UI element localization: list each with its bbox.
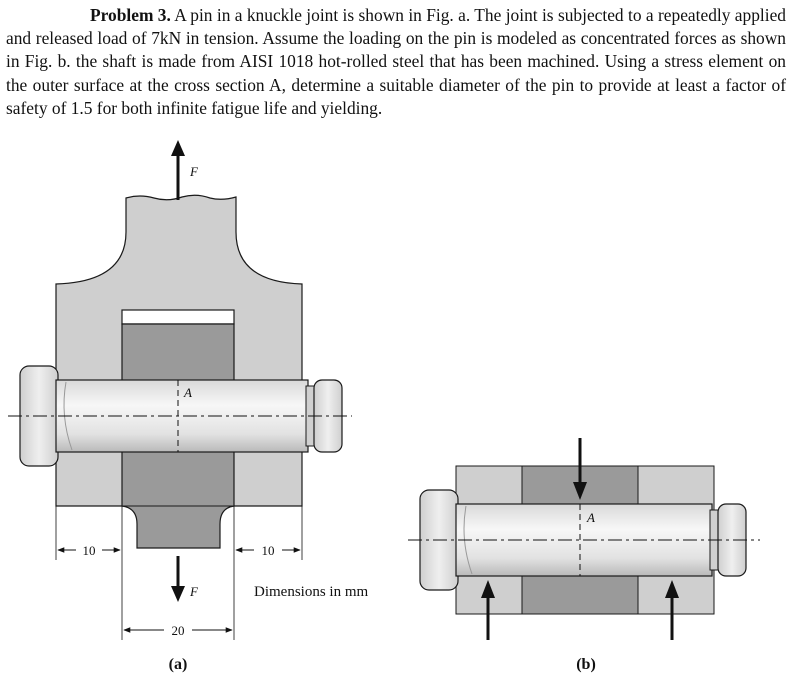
- section-label-b: A: [586, 510, 595, 525]
- figure-a: A F F 10 10 20 Dimensions in mm (a): [8, 140, 369, 673]
- dim-right-label: 10: [262, 543, 275, 558]
- reaction-arrowhead-left: [481, 580, 495, 598]
- problem-statement: Problem 3. A pin in a knuckle joint is s…: [6, 4, 786, 120]
- force-arrowhead-bottom: [171, 586, 185, 602]
- force-label-top: F: [189, 164, 199, 179]
- problem-heading: Problem 3.: [90, 5, 171, 25]
- section-label-a: A: [183, 385, 192, 400]
- fork-slot-gap: [121, 309, 235, 325]
- figure-b: A (b): [408, 438, 760, 673]
- caption-b: (b): [576, 656, 596, 673]
- reaction-arrowhead-right: [665, 580, 679, 598]
- caption-a: (a): [169, 656, 188, 673]
- problem-text: A pin in a knuckle joint is shown in Fig…: [6, 5, 786, 118]
- load-arrowhead-center: [573, 482, 587, 500]
- dim-left-label: 10: [83, 543, 96, 558]
- force-arrowhead-top: [171, 140, 185, 156]
- dim-bottom-label: 20: [172, 623, 185, 638]
- force-label-bottom: F: [189, 584, 199, 599]
- units-note: Dimensions in mm: [254, 584, 369, 600]
